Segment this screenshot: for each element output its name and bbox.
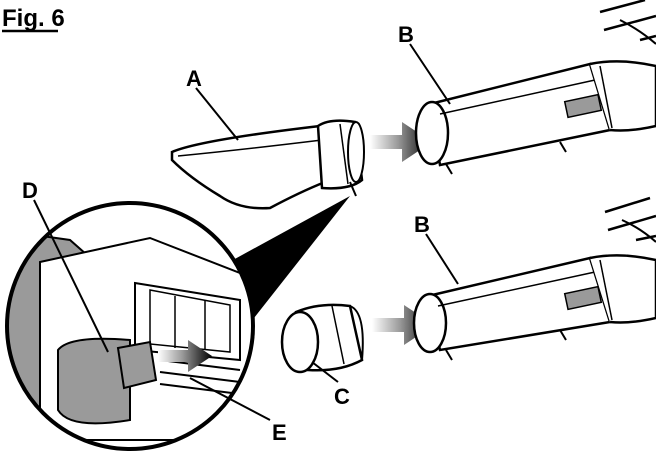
detail-circle [5, 201, 255, 451]
leader-lines [33, 43, 459, 421]
nozzle-a [170, 119, 365, 210]
label-e: E [272, 420, 287, 445]
label-b-top: B [398, 22, 414, 47]
figure-title: Fig. 6 [2, 5, 65, 33]
label-b-bottom: B [414, 212, 430, 237]
label-d: D [22, 178, 38, 203]
svg-text:Fig. 6: Fig. 6 [2, 5, 65, 32]
blower-tube-bottom [412, 196, 656, 361]
blower-tube-top [414, 0, 656, 175]
label-a: A [186, 66, 202, 91]
label-c: C [334, 384, 350, 409]
nozzle-c [280, 303, 364, 374]
